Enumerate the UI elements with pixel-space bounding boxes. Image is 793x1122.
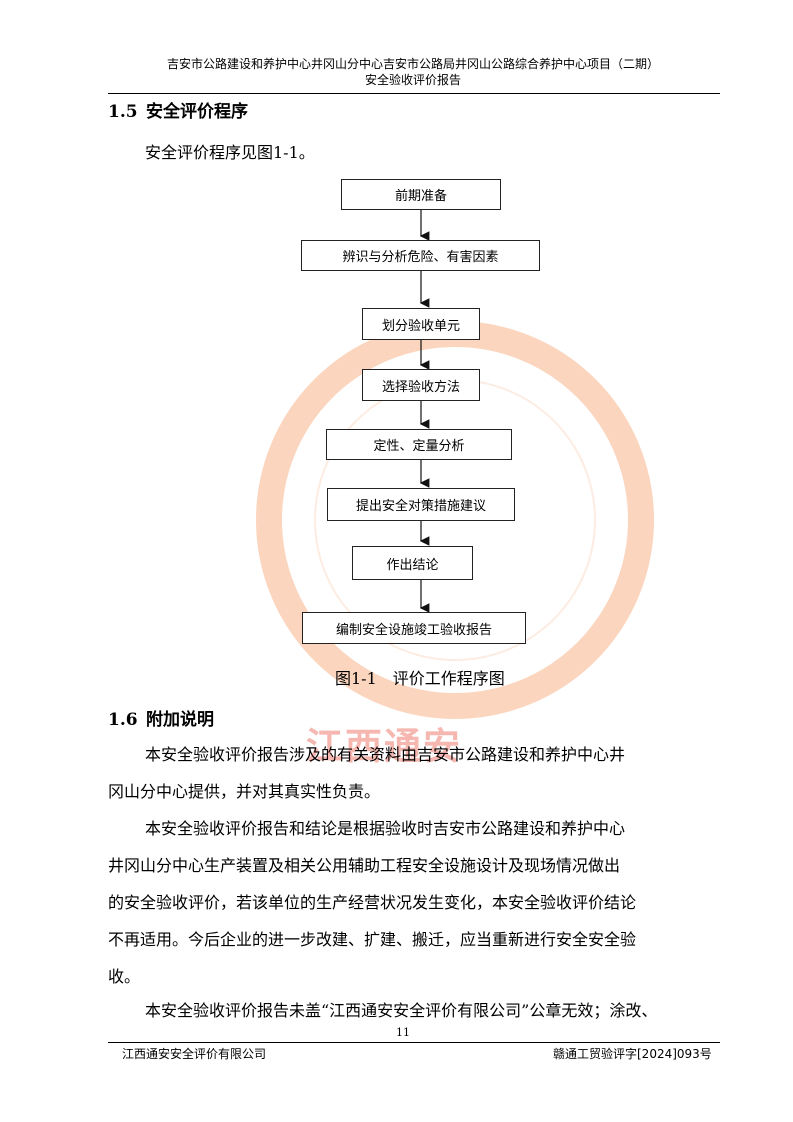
stamp-text: 江西通安 (306, 725, 462, 768)
header-project-title: 吉安市公路建设和养护中心井冈山分中心吉安市公路局井冈山公路综合养护中心项目（二期… (166, 57, 659, 71)
section-title: 安全评价程序 (146, 102, 248, 122)
paragraph-3: 本安全验收评价报告未盖“江西通安安全评价有限公司”公章无效；涂改、 (108, 992, 720, 1029)
paragraph-1: 本安全验收评价报告涉及的有关资料由吉安市公路建设和养护中心井 冈山分中心提供，并… (108, 736, 720, 810)
footer-rule (108, 1042, 720, 1043)
paragraph-line: 本安全验收评价报告和结论是根据验收时吉安市公路建设和养护中心 (145, 819, 626, 838)
figure-caption: 图1-1 评价工作程序图 (335, 669, 505, 688)
paragraph-line: 收。 (108, 967, 141, 986)
footer-company: 江西通安安全评价有限公司 (122, 1047, 267, 1061)
flow-step-6: 提出安全对策措施建议 (327, 488, 515, 521)
section-intro: 安全评价程序见图1-1。 (145, 143, 315, 162)
paragraph-2: 本安全验收评价报告和结论是根据验收时吉安市公路建设和养护中心 井冈山分中心生产装… (108, 810, 720, 995)
section-heading-1-6: 1.6 附加说明 (108, 705, 214, 730)
flow-step-7: 作出结论 (352, 546, 473, 580)
flow-step-2: 辨识与分析危险、有害因素 (301, 240, 540, 271)
section-heading-1-5: 1.5 安全评价程序 (108, 97, 248, 122)
paragraph-line: 冈山分中心提供，并对其真实性负责。 (108, 782, 381, 801)
flow-step-3: 划分验收单元 (362, 308, 480, 340)
section-title: 附加说明 (146, 710, 214, 730)
section-number: 1.5 (108, 102, 138, 122)
paragraph-line: 不再适用。今后企业的进一步改建、扩建、搬迁，应当重新进行安全安全验 (108, 930, 637, 949)
paragraph-line: 井冈山分中心生产装置及相关公用辅助工程安全设施设计及现场情况做出 (108, 856, 621, 875)
page-number: 11 (396, 1026, 410, 1039)
section-number: 1.6 (108, 710, 138, 730)
header-report-title: 安全验收评价报告 (364, 73, 461, 87)
paragraph-line: 本安全验收评价报告涉及的有关资料由吉安市公路建设和养护中心井 (145, 745, 626, 764)
paragraph-line: 的安全验收评价，若该单位的生产经营状况发生变化，本安全验收评价结论 (108, 893, 637, 912)
paragraph-line: 本安全验收评价报告未盖“江西通安安全评价有限公司”公章无效；涂改、 (145, 1001, 658, 1020)
flow-step-5: 定性、定量分析 (326, 429, 512, 460)
header-rule (108, 93, 720, 94)
flow-step-8: 编制安全设施竣工验收报告 (302, 612, 526, 644)
footer-doc-number: 赣通工贸验评字[2024]093号 (553, 1047, 712, 1061)
flow-step-1: 前期准备 (341, 179, 501, 210)
document-header: 吉安市公路建设和养护中心井冈山分中心吉安市公路局井冈山公路综合养护中心项目（二期… (108, 56, 718, 88)
flow-step-4: 选择验收方法 (362, 369, 480, 401)
